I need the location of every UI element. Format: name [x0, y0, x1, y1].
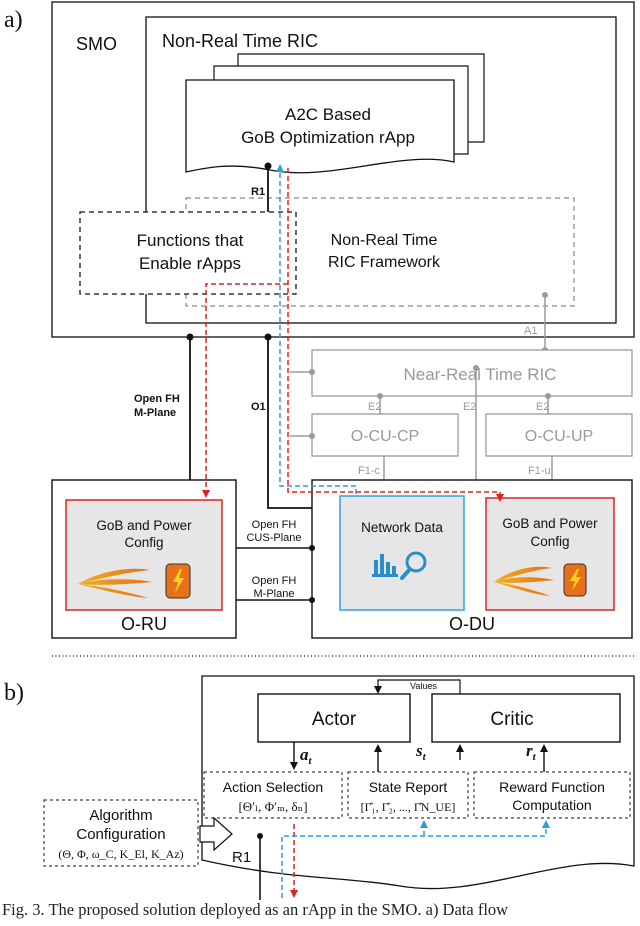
- actor-box: [257, 693, 411, 743]
- o-cu-up-box: [485, 413, 633, 457]
- smo-box: [51, 1, 635, 338]
- action-selection-formula: [Θ′ₗ, Φ′ₘ, δₙ]: [238, 799, 307, 814]
- network-data-label: Network Data: [361, 520, 443, 535]
- e2-label-2: E2: [463, 401, 476, 413]
- action-selection-box: [203, 771, 343, 819]
- rapp-document: [185, 79, 455, 174]
- algorithm-config-formula: (Θ, Φ, ω_C, K_El, K_Az): [58, 847, 183, 861]
- rapp-title-line1: A2C Based: [285, 105, 371, 124]
- functions-line2: Enable rApps: [139, 254, 241, 273]
- open-fh-mplane-label2: M-Plane: [134, 407, 176, 419]
- e2-label-3: E2: [536, 401, 549, 413]
- o-cu-cp-label: O-CU-CP: [351, 428, 419, 445]
- o-du-beam-icon: [494, 566, 554, 596]
- framework-line1: Non-Real Time: [331, 232, 438, 249]
- f1u-label: F1-u: [528, 465, 551, 477]
- o-du-gob-box: [485, 497, 615, 611]
- state-report-box: [347, 771, 469, 819]
- o1-label: O1: [251, 401, 266, 413]
- r1-label: R1: [251, 186, 265, 198]
- network-data-box: [339, 495, 465, 611]
- a1-label: A1: [524, 325, 537, 337]
- reward-label-line1: Reward Function: [499, 779, 605, 795]
- mplane-dot: [309, 597, 315, 603]
- e2-links: [379, 368, 553, 482]
- blue-data-flow: [276, 164, 357, 494]
- o-du-label: O-DU: [449, 614, 495, 634]
- framework-line2: RIC Framework: [328, 254, 441, 271]
- actor-label: Actor: [312, 709, 357, 730]
- r1-b-dot: [257, 833, 263, 839]
- functions-line1: Functions that: [137, 231, 244, 250]
- open-fh-mplane-dot: [186, 333, 194, 341]
- non-rt-ric-label: Non-Real Time RIC: [162, 31, 318, 51]
- figure-caption: Fig. 3. The proposed solution deployed a…: [2, 900, 509, 919]
- o-du-power-icon: [563, 563, 587, 597]
- critic-label: Critic: [490, 709, 533, 730]
- cus-plane-label1: Open FH: [252, 519, 297, 531]
- o-ru-gob-line2: Config: [124, 535, 163, 550]
- reward-label-line2: Computation: [512, 797, 591, 813]
- near-rt-ric-label: Near-Real Time RIC: [403, 365, 556, 384]
- e2-dot-3: [545, 393, 551, 399]
- panel-a-label: a): [4, 7, 23, 33]
- near-rt-ric-box: [311, 349, 633, 397]
- o-du-gob-line2: Config: [530, 534, 569, 549]
- action-selection-label: Action Selection: [223, 779, 323, 795]
- state-report-formula: [Γ̂₁, Γ̂₂, ..., Γ̂N_UE]: [361, 800, 456, 814]
- mplane-label1: Open FH: [252, 575, 297, 587]
- power-icon: [165, 563, 191, 599]
- r1-dot: [264, 162, 272, 170]
- non-rt-ric-box: [145, 16, 617, 324]
- a-t-label: at: [300, 745, 313, 767]
- o-cu-up-label: O-CU-UP: [525, 428, 593, 445]
- open-fh-mplane-label1: Open FH: [134, 393, 180, 405]
- f1c-label: F1-c: [358, 465, 381, 477]
- values-label: Values: [410, 681, 437, 691]
- e2-dot-2: [473, 365, 479, 371]
- values-feedback: [374, 679, 461, 694]
- o-du-gob-line1: GoB and Power: [502, 516, 598, 531]
- beam-icon: [78, 568, 152, 598]
- cus-plane-dot: [309, 545, 315, 551]
- functions-box: [79, 211, 297, 295]
- cus-plane-label2: CUS-Plane: [246, 532, 301, 544]
- rapp-title-line2: GoB Optimization rApp: [241, 128, 415, 147]
- o1-cu-dot: [309, 433, 315, 439]
- r-t-label: rt: [526, 741, 537, 763]
- o1-ric-dot: [309, 369, 315, 375]
- s-t-label: st: [415, 741, 427, 763]
- mplane-label2: M-Plane: [254, 588, 295, 600]
- e2-label-1: E2: [368, 401, 381, 413]
- e2-dot-1: [377, 393, 383, 399]
- state-report-label: State Report: [369, 779, 448, 795]
- algorithm-config-box: [43, 799, 199, 867]
- algorithm-config-line2: Configuration: [76, 826, 165, 843]
- analytics-icon: [372, 551, 427, 580]
- panel-b-label: b): [4, 680, 24, 706]
- o-ru-gob-box: [65, 499, 223, 611]
- reward-box: [473, 771, 631, 819]
- r1-b-label: R1: [232, 849, 251, 866]
- algorithm-config-arrow: [199, 816, 233, 852]
- o1-line: [267, 337, 312, 509]
- a1-dot-top: [542, 292, 548, 298]
- algorithm-config-line1: Algorithm: [89, 807, 152, 824]
- critic-box: [431, 693, 621, 743]
- o-ru-label: O-RU: [121, 614, 167, 634]
- smo-label: SMO: [76, 34, 117, 54]
- red-config-flow: [202, 168, 504, 502]
- o1-dot: [264, 333, 272, 341]
- o-ru-gob-line1: GoB and Power: [96, 518, 192, 533]
- blue-flow-b: [281, 820, 550, 898]
